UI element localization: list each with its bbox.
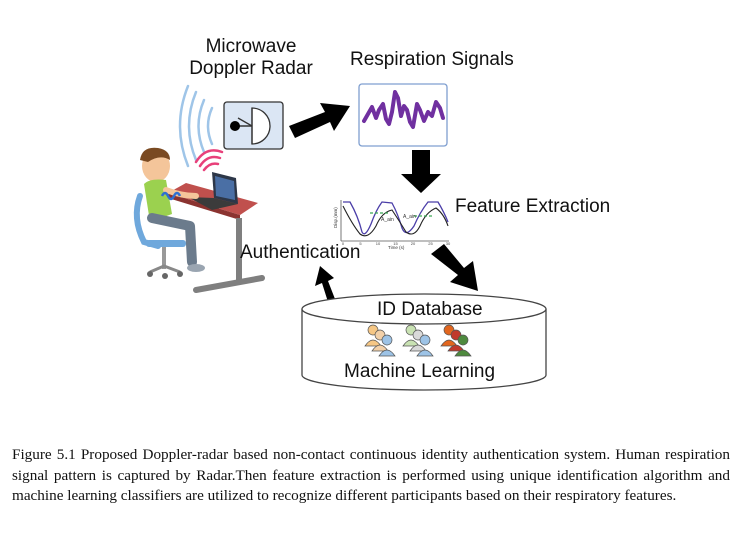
feature-area-label-1: A_ain — [381, 217, 394, 223]
feature-area-label-2: A_ain — [403, 214, 416, 220]
feature-extraction-label: Feature Extraction — [455, 196, 611, 217]
feature-xlabel: Time (s) — [388, 245, 405, 250]
radar-label: Microwave Doppler Radar — [186, 36, 316, 80]
feature-lower-waveform — [342, 205, 449, 237]
feature-x-tick-label: 25 — [428, 241, 433, 246]
figure-caption: Figure 5.1 Proposed Doppler-radar based … — [12, 445, 730, 507]
arrow-database-to-authentication — [315, 266, 335, 302]
wifi-signal-icon — [194, 149, 224, 172]
radar-label-line1: Microwave — [205, 36, 297, 57]
arrow-radar-to-signal — [289, 103, 350, 138]
participants-group-1-icon — [364, 324, 396, 357]
participants-group-2-icon — [402, 324, 434, 357]
authentication-label: Authentication — [240, 242, 361, 263]
feature-x-tick-label: 5 — [359, 241, 362, 246]
feature-x-tick-label: 0 — [342, 241, 345, 246]
feature-x-ticks: 0 5 10 15 20 25 30 — [342, 241, 451, 246]
arrow-signal-to-features — [401, 150, 441, 193]
radar-device — [223, 101, 284, 150]
chair-icon — [133, 193, 186, 279]
respiration-signal-box — [358, 83, 448, 147]
person-icon — [140, 147, 205, 272]
radar-label-line2: Doppler Radar — [189, 58, 313, 79]
feature-ylabel: Disp.(mm) — [333, 207, 338, 228]
machine-learning-label: Machine Learning — [344, 361, 496, 382]
feature-x-tick-label: 10 — [376, 241, 381, 246]
arrow-features-to-database — [431, 244, 478, 291]
system-diagram: A_ain A_ain Time (s) Disp.(mm) 0 5 10 15 20 2… — [133, 83, 547, 391]
feature-upper-waveform — [343, 201, 449, 235]
respiration-signals-label: Respiration Signals — [350, 49, 514, 70]
radar-waves-icon — [178, 84, 214, 168]
feature-extraction-plot: A_ain A_ain Time (s) Disp.(mm) 0 5 10 15 20 2… — [333, 200, 451, 250]
feature-x-tick-label: 15 — [393, 241, 398, 246]
participants-group-3-icon — [440, 324, 472, 357]
person-at-desk-illustration — [133, 84, 265, 293]
feature-x-tick-label: 30 — [446, 241, 451, 246]
feature-x-tick-label: 20 — [411, 241, 416, 246]
respiration-signal-waveform — [362, 90, 445, 129]
figure-caption-text: Figure 5.1 Proposed Doppler-radar based … — [12, 446, 730, 504]
id-database-label: ID Database — [377, 299, 483, 320]
laptop-icon — [188, 172, 238, 210]
